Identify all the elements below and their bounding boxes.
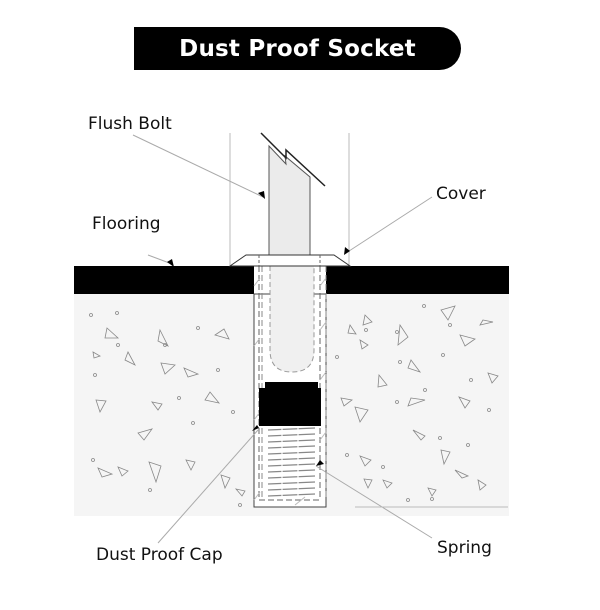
flush-bolt [268,144,311,267]
spring [267,427,316,497]
label-cover: Cover [436,184,486,204]
title-banner: Dust Proof Socket [134,27,461,70]
aggregate-right [335,304,499,502]
diagram-title: Dust Proof Socket [179,35,416,62]
aggregate-left [89,311,246,507]
cover [228,254,352,267]
dust-proof-cap [259,382,321,426]
bolt-lower-end [269,266,315,373]
label-spring: Spring [437,538,492,558]
label-flooring: Flooring [92,214,161,234]
label-dust-proof-cap: Dust Proof Cap [96,545,223,565]
label-flush-bolt: Flush Bolt [88,114,172,134]
